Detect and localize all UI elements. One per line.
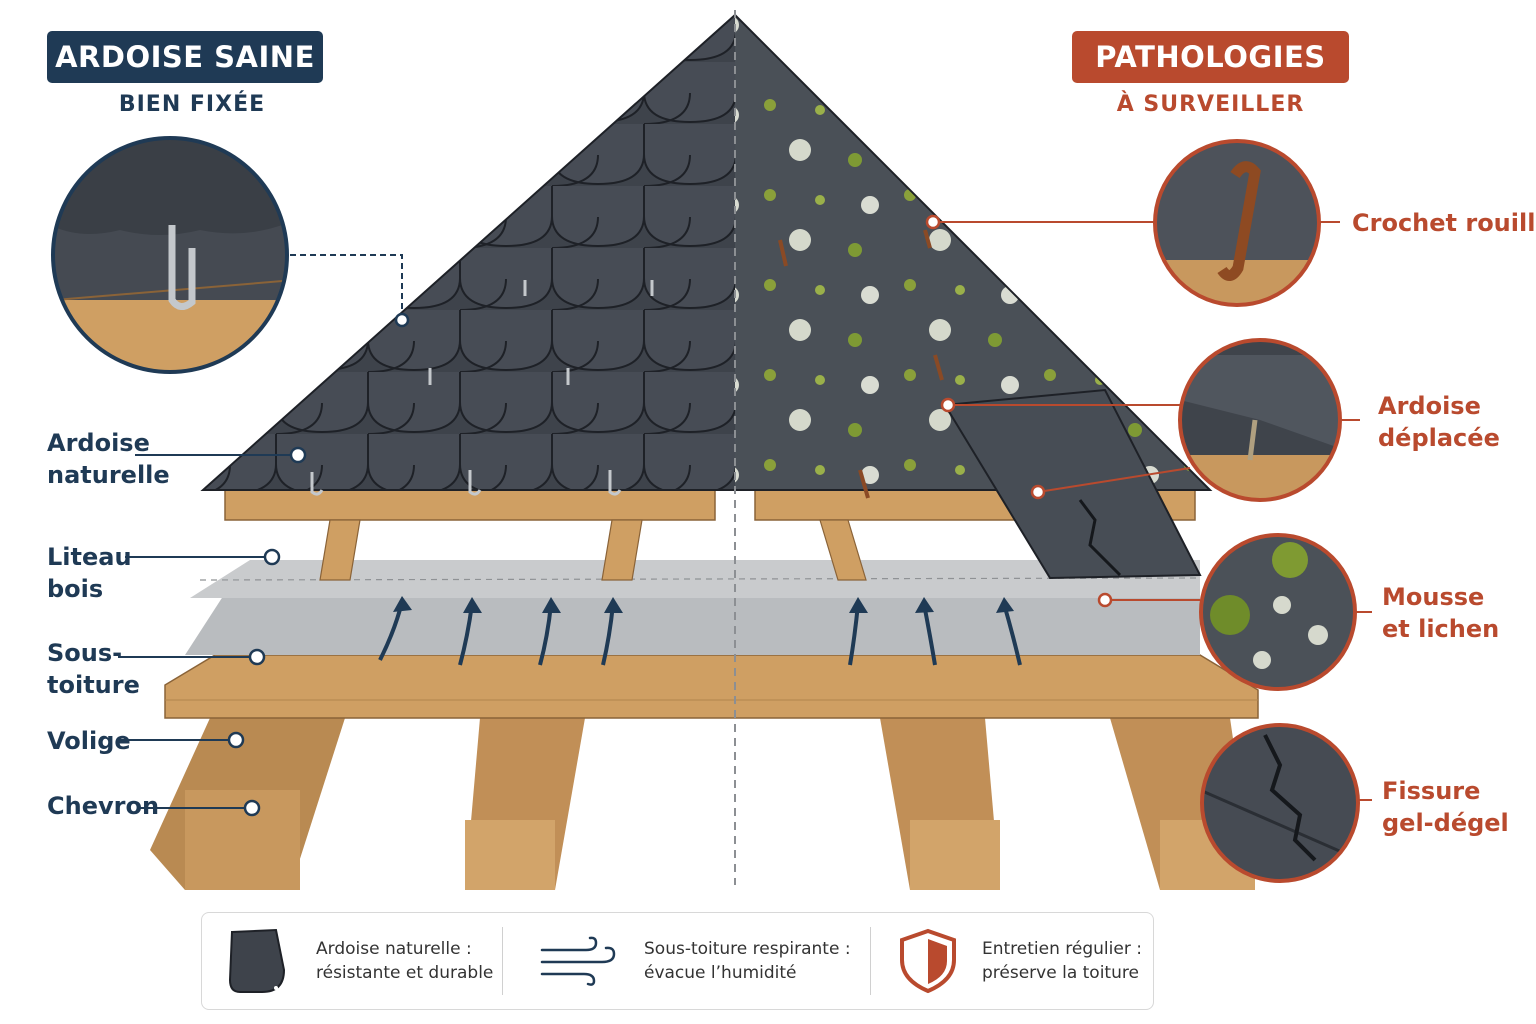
legend-text: Entretien régulier :: [982, 939, 1142, 959]
label-liteau-bois: Liteau bois: [47, 541, 132, 605]
label-fissure-gel-degel: Fissure gel-dégel: [1382, 775, 1509, 839]
label-line: bois: [47, 575, 104, 603]
zoom-rusty-hook: [1153, 139, 1321, 307]
right-callout-dots: [925, 214, 1113, 608]
displaced-slate: [943, 388, 1202, 580]
shield-icon: [900, 928, 956, 994]
label-mousse-lichen: Mousse et lichen: [1382, 581, 1499, 645]
rafter-end: [465, 820, 555, 890]
legend-text: préserve la toiture: [982, 963, 1139, 983]
label-volige: Volige: [47, 727, 131, 755]
legend-text: Ardoise naturelle :: [316, 939, 472, 959]
rafter-end: [910, 820, 1000, 890]
legend-divider: [870, 927, 871, 995]
legend-text: Sous-toiture respirante :: [644, 939, 851, 959]
label-line: Ardoise: [47, 429, 150, 457]
zoom-healthy-hook: [51, 136, 289, 374]
healthy-slate-title: ARDOISE SAINE: [47, 31, 323, 83]
slate-icon: [228, 928, 286, 993]
label-line: et lichen: [1382, 615, 1500, 643]
healthy-slate-subtitle: BIEN FIXÉE: [118, 92, 266, 117]
zoom-moss-lichen: [1199, 533, 1357, 691]
legend-item-slate: Ardoise naturelle : résistante et durabl…: [224, 913, 493, 1009]
left-callout-dots: [227, 312, 410, 817]
zoom-displaced-slate: [1178, 338, 1342, 502]
damaged-slate-roof: [735, 13, 1213, 580]
label-ardoise-deplacee: Ardoise déplacée: [1378, 390, 1500, 454]
label-line: déplacée: [1378, 424, 1500, 452]
legend-item-shield: Entretien régulier : préserve la toiture: [898, 913, 1142, 1009]
zoom-frost-crack: [1200, 723, 1360, 883]
label-line: Sous-: [47, 639, 123, 667]
label-sous-toiture: Sous- toiture: [47, 637, 140, 701]
pathologies-title: PATHOLOGIES: [1072, 31, 1349, 83]
legend-text: évacue l’humidité: [644, 963, 797, 983]
label-chevron: Chevron: [47, 792, 160, 820]
rusty-hooks: [778, 229, 944, 499]
slate-hooks-healthy: [310, 280, 654, 496]
left-callout-lines: [118, 254, 403, 809]
label-line: Fissure: [1382, 777, 1481, 805]
legend-text: résistante et durable: [316, 963, 494, 983]
sarking-board: [164, 654, 1259, 719]
legend-bar: Ardoise naturelle : résistante et durabl…: [201, 912, 1154, 1010]
airflow-icon: [540, 936, 616, 986]
label-crochet-rouille: Crochet rouillé: [1352, 209, 1536, 237]
label-line: toiture: [47, 671, 140, 699]
label-ardoise-naturelle: Ardoise naturelle: [47, 427, 170, 491]
label-line: naturelle: [47, 461, 170, 489]
rafters: [150, 718, 1255, 890]
rafter-front: [185, 790, 300, 890]
label-line: gel-dégel: [1382, 809, 1509, 837]
label-line: Mousse: [1382, 583, 1485, 611]
ventilation-arrows: [378, 596, 1022, 666]
healthy-slate-roof: [200, 13, 735, 491]
pathologies-subtitle: À SURVEILLER: [1116, 92, 1305, 117]
label-line: Ardoise: [1378, 392, 1481, 420]
right-callout-lines: [933, 221, 1372, 801]
label-line: Liteau: [47, 543, 132, 571]
frost-crack: [1078, 499, 1122, 577]
legend-item-airflow: Sous-toiture respirante : évacue l’humid…: [538, 913, 851, 1009]
legend-divider: [502, 927, 503, 995]
